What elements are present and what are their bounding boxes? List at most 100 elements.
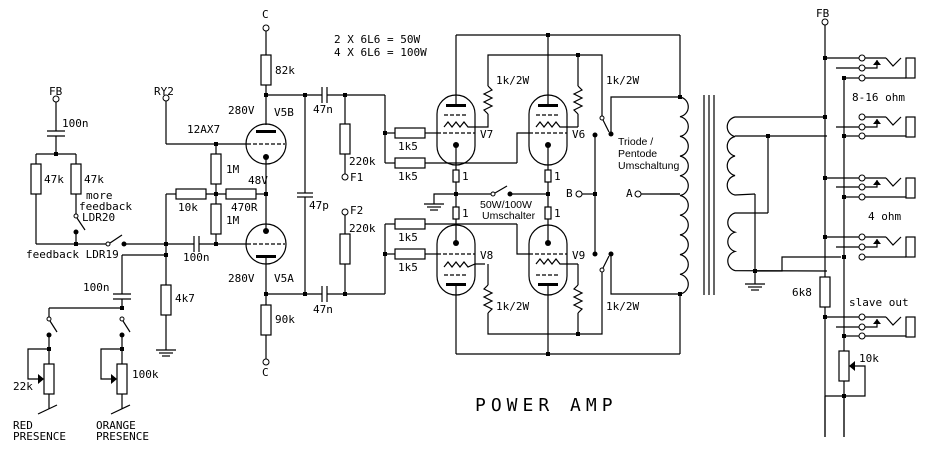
switch-red-presence <box>49 320 58 333</box>
terminal-a-label: A <box>626 187 633 200</box>
terminal-ry2-label: RY2 <box>154 85 174 98</box>
switch-50w-100w[interactable] <box>494 185 508 194</box>
terminal-b <box>575 190 583 198</box>
label-switch-50-100: 50W/100W <box>480 199 532 211</box>
note-power-100w: 4 X 6L6 = 100W <box>334 46 427 59</box>
jack-8-16-ohm-a[interactable] <box>823 54 916 82</box>
diagram-title: POWER AMP <box>475 395 618 416</box>
terminal-c-bottom-label: C <box>262 366 269 379</box>
potentiometer-22k-red[interactable] <box>43 363 55 395</box>
label-v5b: V5B <box>274 106 294 119</box>
switch-triode-pentode-bottom[interactable] <box>602 255 610 269</box>
label-r-1k5-c: 1k5 <box>398 231 418 244</box>
label-triode: Triode / <box>618 136 653 148</box>
resistor-1m-bottom <box>210 203 222 235</box>
label-pot-red: 22k <box>13 380 33 393</box>
resistor-10k <box>175 188 207 200</box>
label-r-6k8: 6k8 <box>792 286 812 299</box>
label-r-1k2w-d: 1k/2W <box>606 300 639 313</box>
label-red: RED <box>13 419 33 432</box>
label-r-1k5-b: 1k5 <box>398 170 418 183</box>
resistor-470r <box>225 188 257 200</box>
jack-slave-out[interactable] <box>823 313 916 340</box>
label-feedback-ldr19: feedback LDR19 <box>26 248 119 261</box>
presence-network: 100n 22k 100k RED PRESENCE ORANGE PRESEN… <box>13 244 195 443</box>
terminal-fb-right <box>821 18 829 26</box>
label-pentode: Pentode <box>618 148 657 160</box>
label-c-47n-top: 47n <box>313 103 333 116</box>
jack-8-16-ohm-b[interactable] <box>823 113 916 140</box>
label-r-fb1: 47k <box>44 173 64 186</box>
resistor-1-a <box>452 169 460 183</box>
label-4-ohm: 4 ohm <box>868 210 901 223</box>
label-more: more <box>86 189 113 202</box>
label-r-1k5-d: 1k5 <box>398 261 418 274</box>
switch-ldr19 <box>109 234 123 244</box>
resistor-1k2w-d <box>572 284 584 314</box>
label-r-470r: 470R <box>231 201 258 214</box>
label-slave-out: slave out <box>849 296 909 309</box>
resistor-6k8 <box>819 276 831 308</box>
jack-4-ohm-a[interactable] <box>823 174 916 201</box>
secondary-winding-upper <box>726 116 756 196</box>
resistor-47k-b <box>70 163 82 195</box>
resistor-1m-top <box>210 153 222 185</box>
terminal-a <box>634 190 642 198</box>
label-r-1-a: 1 <box>462 170 469 183</box>
label-r-1k2w-a: 1k/2W <box>496 74 529 87</box>
feedback-network: FB 100n 47k 47k more feedback LDR20 feed… <box>26 85 168 261</box>
resistor-220k-top <box>339 123 351 155</box>
terminal-f1-label: F1 <box>350 171 363 184</box>
terminal-c-top <box>262 24 270 32</box>
label-umschaltung: Umschaltung <box>618 160 679 172</box>
output-jacks: FB 8-16 ohm <box>792 7 916 437</box>
terminal-b-label: B <box>566 187 573 200</box>
power-stage: 2 X 6L6 = 50W 4 X 6L6 = 100W 1k5 1k5 1k5… <box>334 33 682 356</box>
label-v6: V6 <box>572 128 585 141</box>
terminal-c-bottom <box>262 358 270 366</box>
resistor-1k5-c <box>394 218 426 230</box>
terminal-fb-left-label: FB <box>49 85 63 98</box>
label-v-280-bottom: 280V <box>228 272 255 285</box>
label-r-1-d: 1 <box>554 207 561 220</box>
label-c-fb: 100n <box>62 117 89 130</box>
primary-winding <box>679 96 689 295</box>
terminal-f2 <box>341 208 349 216</box>
label-r-fb2: 47k <box>84 173 104 186</box>
resistor-1k5-b <box>394 157 426 169</box>
label-r-82k: 82k <box>275 64 295 77</box>
label-r-1-b: 1 <box>554 170 561 183</box>
label-r-90k: 90k <box>275 313 295 326</box>
label-r-1k2w-b: 1k/2W <box>606 74 639 87</box>
potentiometer-10k-slave[interactable] <box>838 350 850 382</box>
label-c-presence: 100n <box>83 281 110 294</box>
label-r-1-c: 1 <box>462 207 469 220</box>
label-r-220k-top: 220k <box>349 155 376 168</box>
label-r-4k7: 4k7 <box>175 292 195 305</box>
jack-4-ohm-b[interactable] <box>823 233 916 261</box>
label-pot-orange: 100k <box>132 368 159 381</box>
label-v9: V9 <box>572 249 585 262</box>
resistor-47k-a <box>30 163 42 195</box>
resistor-220k-bottom <box>339 233 351 265</box>
terminal-ry2 <box>162 94 170 102</box>
terminal-fb-left <box>52 95 60 103</box>
label-v-280-top: 280V <box>228 104 255 117</box>
terminal-f1 <box>341 173 349 181</box>
label-8-16-ohm: 8-16 ohm <box>852 91 905 104</box>
potentiometer-100k-orange[interactable] <box>116 363 128 395</box>
resistor-4k7 <box>160 284 172 316</box>
terminal-f2-label: F2 <box>350 204 363 217</box>
switch-ldr20-contact <box>73 213 79 219</box>
label-r-1k5-a: 1k5 <box>398 140 418 153</box>
terminal-fb-right-label: FB <box>816 7 830 20</box>
label-r-1k2w-c: 1k/2W <box>496 300 529 313</box>
label-v-48: 48V <box>248 174 268 187</box>
label-pot-10k: 10k <box>859 352 879 365</box>
label-orange: ORANGE <box>96 419 136 432</box>
switch-ldr19-contact <box>105 241 111 247</box>
switch-triode-pentode-top[interactable] <box>602 119 610 133</box>
resistor-90k <box>260 304 272 336</box>
resistor-1k5-a <box>394 127 426 139</box>
